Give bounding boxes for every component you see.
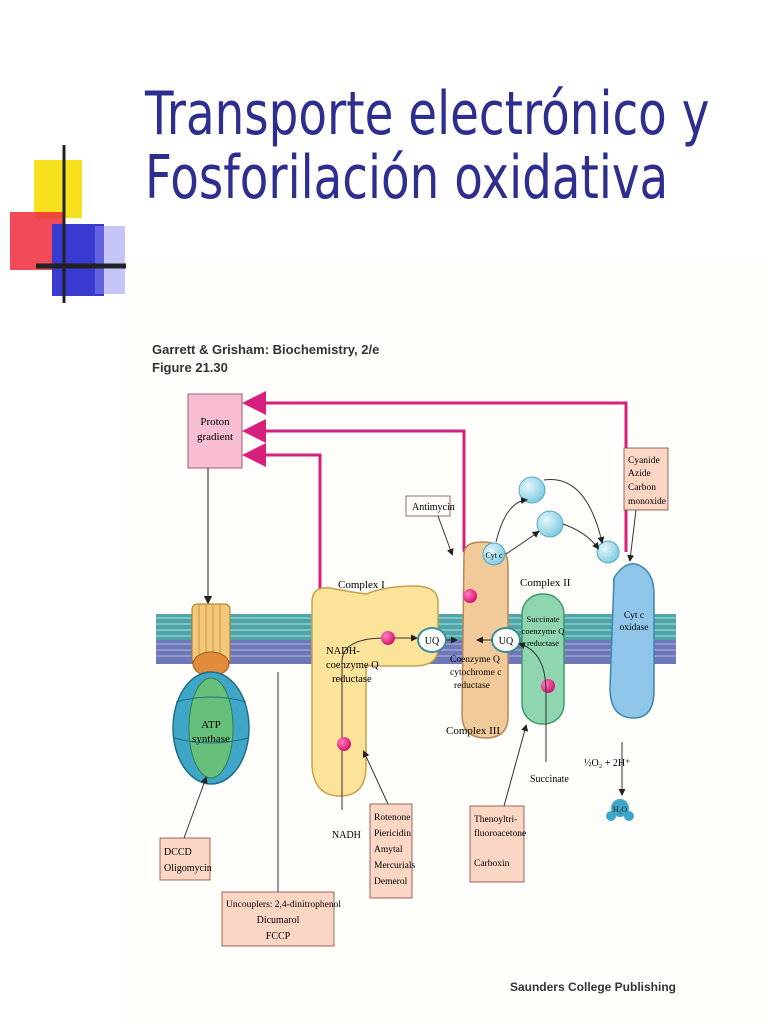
uncouplers-line-3: FCCP xyxy=(266,931,291,942)
complex-ii-name-1: Succinate xyxy=(526,614,559,624)
uq1-label: UQ xyxy=(425,636,440,647)
cytc-label: Cyt c xyxy=(485,551,503,560)
complex-iv-inhibitor-3: Carbon xyxy=(628,483,656,493)
cytochrome-c-ball xyxy=(518,476,546,504)
electron-icon xyxy=(463,589,477,603)
complex-iv-name-2: oxidase xyxy=(619,623,648,633)
complex-i-inhibitor-3: Amytal xyxy=(374,845,403,855)
water-atom xyxy=(606,811,616,821)
complex-i-name-3: reductase xyxy=(332,674,372,685)
cytochrome-c-bound xyxy=(482,542,506,566)
atp-synthase xyxy=(172,603,250,785)
electron-transport-figure: Garrett & Grisham: Biochemistry, 2/e Fig… xyxy=(126,262,768,1024)
complex-i-label: Complex I xyxy=(338,579,385,591)
complex-i-inhibitor-2: Piericidin xyxy=(374,829,411,839)
uncouplers-box xyxy=(221,891,335,947)
complex-i-name-2: coenzyme Q xyxy=(326,660,379,671)
corner-decoration xyxy=(10,145,130,303)
antimycin-arrow xyxy=(437,515,454,556)
antimycin-box xyxy=(405,495,451,517)
title-line-1: Transporte electrónico y xyxy=(145,79,710,149)
electron-icon xyxy=(337,737,351,751)
cyanide-arrow xyxy=(627,509,637,562)
complex-iv-inhibitor-1: Cyanide xyxy=(628,456,660,466)
yellow-square xyxy=(34,160,82,218)
uncouplers-line-2: Dicumarol xyxy=(257,915,300,926)
citation-line-1: Garrett & Grisham: Biochemistry, 2/e xyxy=(152,342,379,357)
complex-ii-inhibitor-2: fluoroacetone xyxy=(474,828,526,839)
complex-ii-label: Complex II xyxy=(520,577,571,589)
blue-fade xyxy=(95,226,125,294)
complex-i-inhibitor-5: Demerol xyxy=(374,877,408,887)
complex-i-name-1: NADH- xyxy=(326,646,360,657)
complex-iii-name-3: reductase xyxy=(454,681,490,691)
thenoyl-arrow xyxy=(503,724,529,807)
water-label: H₂O xyxy=(613,805,628,814)
dccd-arrow xyxy=(183,776,208,839)
atp-inhibitor-2: Oligomycin xyxy=(164,863,212,874)
title-line-2: Fosforilación oxidativa xyxy=(145,143,669,213)
antimycin-label: Antimycin xyxy=(412,502,455,513)
cytc-shuttle-arrow xyxy=(543,479,605,544)
complex-ii-name-2: coenzyme Q xyxy=(522,626,565,636)
uncouplers-line-1: Uncouplers: 2,4-dinitrophenol xyxy=(226,900,341,910)
complex-iv-inhibitor-4: monoxide xyxy=(628,497,666,507)
complex-iv-name-1: Cyt c xyxy=(624,611,644,621)
cytochrome-c-ball xyxy=(596,540,620,564)
cytc-shuttle-arrow xyxy=(505,530,540,555)
cytc-shuttle-arrow xyxy=(495,497,528,543)
citation-line-2: Figure 21.30 xyxy=(152,360,228,375)
electron-icon xyxy=(381,631,395,645)
nadh-label: NADH xyxy=(332,830,361,841)
proton-gradient-line-2: gradient xyxy=(197,431,233,443)
complex-ii-name-3: reductase xyxy=(527,638,559,648)
succinate-path xyxy=(518,642,547,762)
complex-iv-inhibitor-2: Azide xyxy=(628,469,651,479)
complex-i-inhibitor-1: Rotenone xyxy=(374,813,410,823)
atp-inhibitor-1: DCCD xyxy=(164,847,192,858)
complex-iii-name-1: Coenzyme Q xyxy=(450,655,500,665)
succinate-label: Succinate xyxy=(530,774,569,785)
complex-i-inhibitor-box xyxy=(369,803,413,899)
complex-ii-shape xyxy=(521,593,565,725)
atp-synthase-label-1: ATP xyxy=(201,719,221,731)
reaction-label: ½O₂ + 2H⁺ xyxy=(584,758,630,769)
proton-gradient-box xyxy=(187,393,243,469)
page-title: Transporte electrónico y Fosforilación o… xyxy=(145,79,710,213)
publisher-credit: Saunders College Publishing xyxy=(510,980,676,994)
water-molecule xyxy=(611,799,629,817)
proton-gradient-line-1: Proton xyxy=(200,416,230,428)
complex-ii-inhibitor-1: Thenoyltri- xyxy=(474,815,517,825)
complex-iii-label: Complex III xyxy=(446,725,500,737)
complex-i-inhibitor-4: Mercurials xyxy=(374,861,415,871)
rotenone-arrow xyxy=(362,750,389,805)
atp-inhibitor-box xyxy=(159,837,211,881)
cytc-shuttle-arrow xyxy=(562,523,600,550)
electron-icon xyxy=(541,679,555,693)
complex-iv-shape xyxy=(609,563,655,719)
cytochrome-c-ball xyxy=(536,510,564,538)
complex-ii-inhibitor-box xyxy=(469,805,525,883)
complex-iii-name-2: cytochrome c xyxy=(450,668,501,678)
uq2-label: UQ xyxy=(499,636,514,647)
complex-iv-inhibitor-box xyxy=(623,447,669,511)
atp-synthase-label-2: synthase xyxy=(192,733,230,745)
complex-ii-inhibitor-3: Carboxin xyxy=(474,859,510,869)
water-atom xyxy=(624,811,634,821)
